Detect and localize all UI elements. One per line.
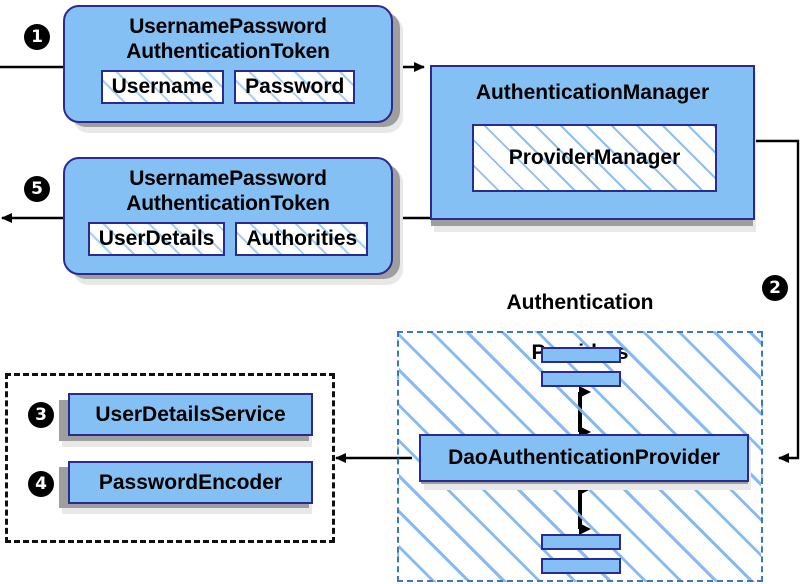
- provider-manager-label: ProviderManager: [508, 146, 681, 169]
- wire-manager-to-provider: [755, 139, 800, 463]
- step-4-number: 4: [35, 474, 47, 494]
- request-token-title: UsernamePassword AuthenticationToken: [126, 14, 330, 64]
- other-provider-top-2[interactable]: [541, 371, 621, 387]
- request-token-title-line2: AuthenticationToken: [126, 40, 330, 63]
- dao-authentication-provider-box[interactable]: DaoAuthenticationProvider: [419, 434, 749, 482]
- step-5-number: 5: [31, 179, 43, 199]
- step-4-bullet: 4: [28, 471, 54, 497]
- provider-manager-box[interactable]: ProviderManager: [472, 124, 717, 192]
- other-provider-bottom-2[interactable]: [541, 558, 621, 574]
- step-5-bullet: 5: [24, 176, 50, 202]
- response-token-title: UsernamePassword AuthenticationToken: [126, 166, 330, 216]
- passwordencoder-label: PasswordEncoder: [98, 470, 283, 494]
- dao-authentication-provider-label: DaoAuthenticationProvider: [448, 446, 720, 469]
- response-token-title-line2: AuthenticationToken: [126, 192, 330, 215]
- userdetailsservice-box[interactable]: UserDetailsService: [68, 393, 313, 436]
- response-token-fields: UserDetails Authorities: [87, 222, 369, 256]
- field-authorities-label: Authorities: [246, 227, 358, 250]
- dependencies-container: [5, 373, 335, 543]
- other-provider-bottom-1[interactable]: [541, 534, 621, 550]
- field-password-label: Password: [245, 75, 345, 98]
- field-username-label: Username: [111, 75, 214, 98]
- request-token-title-line1: UsernamePassword: [129, 15, 327, 38]
- step-1-bullet: 1: [24, 24, 50, 50]
- userdetailsservice-label: UserDetailsService: [95, 402, 286, 426]
- field-authorities[interactable]: Authorities: [235, 222, 369, 256]
- response-token-box[interactable]: UsernamePassword AuthenticationToken Use…: [63, 157, 393, 275]
- step-3-number: 3: [35, 405, 47, 425]
- response-token-title-line1: UsernamePassword: [129, 167, 327, 190]
- field-password[interactable]: Password: [234, 70, 356, 104]
- step-2-bullet: 2: [762, 275, 788, 301]
- step-2-number: 2: [769, 278, 781, 298]
- step-1-number: 1: [31, 27, 43, 47]
- authentication-manager-box[interactable]: AuthenticationManager ProviderManager: [430, 65, 755, 220]
- passwordencoder-box[interactable]: PasswordEncoder: [68, 461, 313, 504]
- request-token-fields: Username Password: [100, 70, 356, 104]
- field-userdetails[interactable]: UserDetails: [87, 222, 226, 256]
- request-token-box[interactable]: UsernamePassword AuthenticationToken Use…: [63, 5, 393, 123]
- authentication-manager-title: AuthenticationManager: [475, 81, 710, 104]
- authentication-providers-label-line1: Authentication: [506, 291, 654, 314]
- field-username[interactable]: Username: [100, 70, 225, 104]
- step-3-bullet: 3: [28, 402, 54, 428]
- field-userdetails-label: UserDetails: [98, 227, 215, 250]
- other-provider-top-1[interactable]: [541, 347, 621, 363]
